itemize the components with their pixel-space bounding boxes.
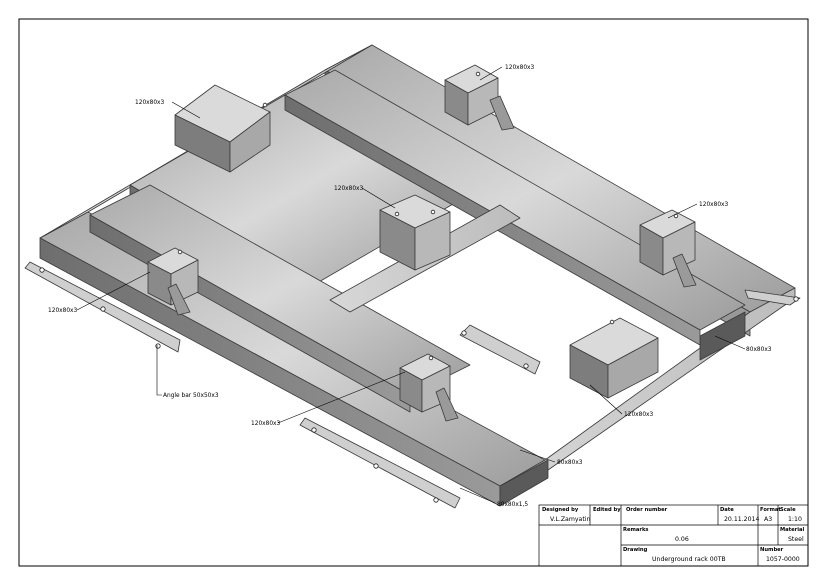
callout-bracket-front-right: 120x80x3 bbox=[624, 410, 654, 418]
angle-bar-back bbox=[744, 289, 801, 306]
front-rail-end-2 bbox=[699, 311, 746, 361]
callout-bracket-front: 120x80x3 bbox=[251, 419, 281, 427]
tb-order-number-label: Order number bbox=[626, 507, 668, 513]
tb-designed-by-label: Designed by bbox=[542, 507, 579, 513]
angle-bar-right bbox=[459, 324, 541, 375]
tb-scale-value: 1:10 bbox=[788, 516, 802, 523]
gusset-3 bbox=[167, 283, 191, 316]
tb-material-value: Steel bbox=[788, 536, 804, 543]
front-rail-end bbox=[499, 459, 549, 507]
title-block bbox=[538, 504, 809, 567]
tb-designed-by-value: V.L.Zamyatin bbox=[550, 516, 590, 523]
tb-format-label: Format bbox=[760, 507, 781, 513]
leader-lines bbox=[76, 66, 746, 504]
tb-scale-label: Scale bbox=[780, 507, 796, 513]
tb-drawing-value: Underground rack 00TB bbox=[652, 556, 726, 563]
callout-plate: 80x80x1,5 bbox=[497, 500, 528, 508]
tb-format-value: A3 bbox=[764, 516, 772, 523]
tb-remarks-label: Remarks bbox=[623, 527, 649, 533]
angle-bar-front bbox=[299, 417, 461, 509]
callout-angle-bar: Angle bar 50x50x3 bbox=[163, 391, 219, 399]
gusset-4 bbox=[435, 387, 459, 422]
bracket-rear-left bbox=[174, 84, 271, 173]
callout-bracket-rear-left: 120x80x3 bbox=[135, 98, 165, 106]
callout-bracket-center: 120x80x3 bbox=[334, 184, 364, 192]
frame-drawing bbox=[24, 44, 801, 509]
tb-edited-by-label: Edited by bbox=[593, 507, 621, 513]
tb-number-label: Number bbox=[760, 547, 784, 553]
tb-date-value: 20.11.2014 bbox=[724, 516, 759, 523]
callout-bracket-front-left: 120x80x3 bbox=[48, 306, 78, 314]
bracket-right bbox=[639, 209, 696, 276]
tb-number-value: 1057-0000 bbox=[766, 556, 800, 563]
tb-date-label: Date bbox=[720, 507, 734, 513]
tb-remarks-value: 0.06 bbox=[675, 536, 689, 543]
tb-drawing-label: Drawing bbox=[623, 547, 648, 553]
tb-material-label: Material bbox=[780, 527, 804, 533]
callout-bracket-right: 120x80x3 bbox=[699, 200, 729, 208]
callout-bracket-rear-right: 120x80x3 bbox=[505, 63, 535, 71]
gusset-2 bbox=[672, 253, 697, 288]
callout-tube-front: 80x80x3 bbox=[557, 458, 583, 466]
bracket-front bbox=[399, 353, 451, 413]
callout-tube-right: 80x80x3 bbox=[746, 345, 772, 353]
bolt-holes bbox=[39, 71, 799, 503]
bracket-center bbox=[379, 194, 451, 271]
gusset-1 bbox=[489, 95, 515, 131]
bracket-rear-right bbox=[444, 64, 499, 126]
bracket-front-right bbox=[569, 317, 659, 399]
